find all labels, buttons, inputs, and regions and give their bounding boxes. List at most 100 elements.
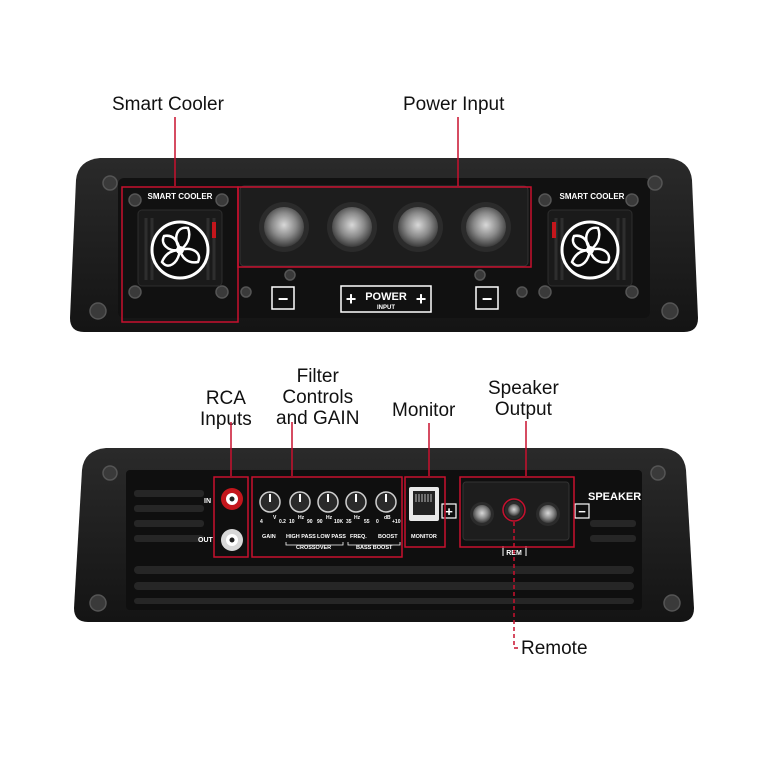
power-label-box: [340, 285, 432, 313]
bass-boost-label: BASS BOOST: [356, 545, 393, 551]
screw-icon: [128, 285, 142, 299]
terminal-icon: [398, 207, 438, 247]
monitor-callout: Monitor: [392, 400, 456, 421]
knob-scale: V: [273, 515, 277, 521]
screw-icon: [516, 286, 528, 298]
minus-symbol-right: −: [482, 289, 493, 309]
screw-icon: [650, 465, 666, 481]
knob-scale: 90: [317, 519, 323, 525]
terminal-icon: [264, 207, 304, 247]
filter-controls-callout: Filter Controls and GAIN: [276, 366, 359, 429]
monitor-label: MONITOR: [411, 534, 437, 540]
screw-icon: [538, 193, 552, 207]
filter-callout-line2: Controls: [282, 387, 354, 408]
speaker-plus-symbol: +: [445, 504, 453, 519]
power-plus-left: +: [346, 289, 357, 309]
knob-scale: Hz: [326, 515, 333, 521]
speaker-output-callout: Speaker Output: [488, 378, 559, 420]
monitor-box: [404, 476, 446, 548]
rca-box: [213, 476, 249, 558]
back-screws: [89, 465, 681, 612]
remote-callout: Remote: [521, 638, 588, 659]
power-input-callout: Power Input: [403, 94, 505, 115]
filter-callout-line3: and GAIN: [276, 408, 360, 429]
vent-slots: [134, 490, 636, 604]
right-smart-cooler-fan: [547, 209, 633, 287]
terminal-icon: [332, 207, 372, 247]
low-pass-label: LOW PASS: [317, 534, 346, 540]
screw-icon: [128, 193, 142, 207]
screw-icon: [474, 269, 486, 281]
left-smart-cooler-fan: [137, 209, 223, 287]
screw-icon: [538, 285, 552, 299]
knob-scale: +10: [392, 519, 401, 525]
screw-icon: [284, 269, 296, 281]
filter-box: [251, 476, 403, 558]
rca-callout-line2: Inputs: [200, 409, 252, 430]
smart-cooler-label-left: SMART COOLER: [148, 192, 213, 201]
screw-icon: [215, 193, 229, 207]
filter-callout-line1: Filter: [296, 366, 339, 387]
knob-scale: Hz: [354, 515, 361, 521]
screw-icon: [647, 175, 663, 191]
gain-label: GAIN: [262, 534, 276, 540]
rca-inputs-callout: RCA Inputs: [200, 388, 252, 430]
screw-icon: [102, 175, 118, 191]
knob-scale: dB: [384, 515, 391, 521]
back-amplifier: IN OUT 4 V 0.2 10 Hz 90: [74, 448, 694, 622]
front-screws: [89, 175, 679, 320]
speaker-plus-box: [441, 503, 457, 519]
high-pass-label: HIGH PASS: [286, 534, 316, 540]
rca-in-label: IN: [204, 498, 211, 505]
freq-label: FREQ.: [350, 534, 367, 540]
boost-label: BOOST: [378, 534, 398, 540]
minus-box-right: [475, 286, 499, 310]
screw-icon: [625, 193, 639, 207]
knob-scale: Hz: [298, 515, 305, 521]
screw-icon: [661, 302, 679, 320]
minus-symbol-left: −: [278, 289, 289, 309]
minus-box-left: [271, 286, 295, 310]
speaker-minus-symbol: −: [578, 504, 586, 519]
rca-callout-line1: RCA: [205, 388, 246, 409]
remote-marker: [502, 498, 526, 522]
speaker-box: [459, 476, 575, 548]
terminal-icon: [473, 505, 491, 523]
smart-cooler-callout: Smart Cooler: [112, 94, 224, 115]
knob-scale: 35: [346, 519, 352, 525]
power-plus-right: +: [416, 289, 427, 309]
speaker-minus-box: [574, 503, 590, 519]
terminal-icon: [539, 505, 557, 523]
knob-scale: 55: [364, 519, 370, 525]
knob-scale: 0: [376, 519, 379, 525]
smart-cooler-label-right: SMART COOLER: [560, 192, 625, 201]
screw-icon: [240, 286, 252, 298]
terminal-icon: [466, 207, 506, 247]
screw-icon: [102, 465, 118, 481]
screw-icon: [663, 594, 681, 612]
power-input-box: [237, 186, 532, 268]
screw-icon: [215, 285, 229, 299]
remote-leader: [513, 522, 520, 649]
speaker-callout-line1: Speaker: [488, 378, 559, 399]
crossover-label: CROSSOVER: [296, 545, 331, 551]
rca-out-label: OUT: [198, 537, 214, 544]
power-terminal-block: [239, 185, 529, 267]
screw-icon: [89, 302, 107, 320]
input-label: INPUT: [377, 305, 395, 311]
knob-scale: 0.2: [279, 519, 286, 525]
power-label: POWER: [365, 291, 407, 303]
front-amplifier: SMART COOLER SMART COOLER: [70, 158, 698, 332]
speaker-callout-line2: Output: [494, 399, 552, 420]
knob-scale: 10K: [334, 519, 344, 525]
speaker-label: SPEAKER: [588, 491, 641, 503]
screw-icon: [625, 285, 639, 299]
terminal-icon: [508, 504, 520, 516]
callout-markers: [121, 117, 575, 649]
knob-scale: 90: [307, 519, 313, 525]
knob-scale: 10: [289, 519, 295, 525]
power-terminals: [259, 202, 511, 252]
knob-scale: 4: [260, 519, 263, 525]
screw-icon: [89, 594, 107, 612]
